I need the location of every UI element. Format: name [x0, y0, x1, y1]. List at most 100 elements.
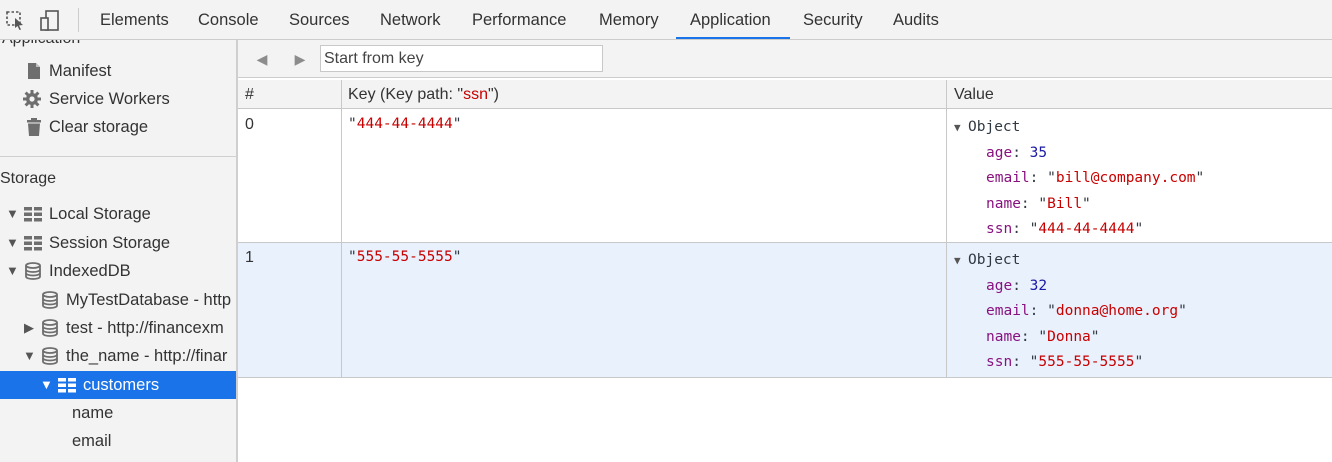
sidebar-item-label: Service Workers	[49, 90, 170, 108]
column-divider[interactable]	[341, 80, 342, 378]
sidebar-item-object-store-customers[interactable]: ▼ customers	[0, 371, 236, 399]
row-key: "444-44-4444"	[348, 116, 462, 132]
grid-icon	[23, 233, 43, 253]
tab-network[interactable]: Network	[380, 11, 441, 29]
key-header-suffix: )	[493, 86, 499, 103]
sidebar-item-index-name[interactable]: name	[0, 399, 236, 427]
row-value-object: ▼Object age: 35 email: "bill@company.com…	[954, 116, 1204, 244]
property-value: donna@home.org	[1055, 303, 1179, 319]
property-key: age	[986, 277, 1013, 294]
row-number: 1	[245, 249, 254, 266]
sidebar-item-label: name	[72, 404, 114, 422]
object-property: email: "donna@home.org"	[986, 303, 1187, 319]
sidebar-item-session-storage[interactable]: ▼ Session Storage	[0, 229, 236, 257]
property-value: 32	[1029, 277, 1048, 294]
row-number: 0	[245, 116, 254, 133]
sidebar-item-indexeddb[interactable]: ▼ IndexedDB	[0, 257, 236, 285]
grid-icon	[23, 204, 43, 224]
chevron-right-icon[interactable]: ▶	[24, 320, 34, 335]
chevron-down-icon[interactable]: ▼	[6, 263, 19, 278]
property-value: 35	[1029, 144, 1048, 161]
key-header-quote: "	[457, 86, 464, 103]
indexeddb-data-view: ◀ ▶ # Key (Key path: "ssn") Value 0 "444…	[238, 40, 1332, 462]
database-icon	[40, 318, 60, 338]
property-key: ssn	[986, 354, 1013, 370]
selected-tab-indicator	[676, 37, 790, 39]
column-header-key[interactable]: Key (Key path: "ssn")	[348, 80, 499, 109]
tab-console[interactable]: Console	[198, 11, 259, 29]
tab-application[interactable]: Application	[690, 11, 771, 29]
property-value: 555-55-5555	[1038, 354, 1135, 370]
tab-memory[interactable]: Memory	[599, 11, 659, 29]
column-header-number[interactable]: #	[245, 86, 254, 103]
sidebar-item-label: Clear storage	[49, 118, 149, 136]
chevron-down-icon[interactable]: ▼	[23, 348, 36, 363]
sidebar-item-label: Manifest	[49, 62, 112, 80]
property-key: email	[986, 303, 1030, 319]
application-sidebar: Application Manifest Service Workers Cle…	[0, 40, 236, 462]
inspect-element-icon[interactable]	[4, 8, 28, 32]
devtools-toolbar: Elements Console Sources Network Perform…	[0, 0, 1332, 40]
property-key: name	[986, 328, 1021, 345]
start-from-key-input[interactable]	[320, 45, 603, 72]
database-icon	[40, 290, 60, 310]
column-header-value[interactable]: Value	[954, 86, 994, 103]
next-page-icon[interactable]: ▶	[294, 51, 306, 67]
row-value-object: ▼Object age: 32 email: "donna@home.org" …	[954, 249, 1187, 377]
sidebar-item-label: IndexedDB	[49, 262, 131, 280]
table-row[interactable]: 1 "555-55-5555" ▼ Object age: 32 email: "…	[238, 243, 1332, 378]
row-key-value: 555-55-5555	[356, 249, 453, 265]
chevron-down-icon[interactable]: ▼	[6, 206, 19, 221]
sidebar-item-index-email[interactable]: email	[0, 427, 236, 455]
data-grid-header: # Key (Key path: "ssn") Value	[238, 80, 1332, 109]
object-property: age: 32	[986, 277, 1048, 294]
column-divider[interactable]	[946, 80, 947, 378]
tab-security[interactable]: Security	[803, 11, 863, 29]
sidebar-item-database-test[interactable]: ▶ test - http://financexm	[0, 314, 236, 342]
database-icon	[40, 346, 60, 366]
expand-triangle-icon[interactable]: ▼	[954, 254, 961, 267]
tab-audits[interactable]: Audits	[893, 11, 939, 29]
row-key-value: 444-44-4444	[356, 116, 453, 132]
gear-icon	[22, 89, 42, 109]
sidebar-item-clear-storage[interactable]: Clear storage	[0, 113, 236, 141]
device-toolbar-icon[interactable]	[38, 8, 62, 32]
key-header-quote: "	[487, 86, 494, 103]
key-header-prefix: Key (Key path:	[348, 86, 458, 103]
property-key: ssn	[986, 221, 1013, 237]
sidebar-item-label: email	[72, 432, 112, 450]
database-icon	[23, 261, 43, 281]
sidebar-item-label: Local Storage	[49, 205, 151, 223]
object-property: age: 35	[986, 144, 1048, 161]
sidebar-item-database-mytestdatabase[interactable]: MyTestDatabase - http	[0, 286, 236, 314]
sidebar-item-database-the-name[interactable]: ▼ the_name - http://finar	[0, 342, 236, 370]
object-property: name: "Donna"	[986, 328, 1100, 345]
property-value: 444-44-4444	[1038, 221, 1135, 237]
object-property: name: "Bill"	[986, 195, 1091, 212]
sidebar-item-service-workers[interactable]: Service Workers	[0, 85, 236, 113]
chevron-down-icon[interactable]: ▼	[40, 377, 53, 392]
sidebar-item-local-storage[interactable]: ▼ Local Storage	[0, 200, 236, 228]
property-key: name	[986, 195, 1021, 212]
tab-sources[interactable]: Sources	[289, 11, 350, 29]
tab-performance[interactable]: Performance	[472, 11, 567, 29]
object-property: email: "bill@company.com"	[986, 170, 1205, 186]
table-row[interactable]: 0 "444-44-4444" ▼Object age: 35 email: "…	[238, 110, 1332, 243]
sidebar-item-label: Session Storage	[49, 234, 171, 252]
tab-elements[interactable]: Elements	[100, 11, 169, 29]
row-key: "555-55-5555"	[348, 249, 462, 265]
previous-page-icon[interactable]: ◀	[256, 51, 268, 67]
property-value: bill@company.com	[1055, 170, 1196, 186]
sidebar-item-label: customers	[83, 376, 160, 394]
object-property: ssn: "444-44-4444"	[986, 221, 1144, 237]
sidebar-item-label: the_name - http://finar	[66, 347, 228, 365]
chevron-down-icon[interactable]: ▼	[6, 235, 19, 250]
object-label: Object	[968, 252, 1021, 268]
sidebar-section-storage: Storage	[0, 170, 57, 187]
sidebar-resizer[interactable]	[236, 40, 238, 462]
toolbar-separator	[78, 8, 79, 32]
expand-triangle-icon[interactable]: ▼	[954, 121, 961, 134]
property-key: age	[986, 144, 1013, 161]
sidebar-item-label: MyTestDatabase - http	[66, 291, 232, 309]
sidebar-item-manifest[interactable]: Manifest	[0, 57, 236, 85]
